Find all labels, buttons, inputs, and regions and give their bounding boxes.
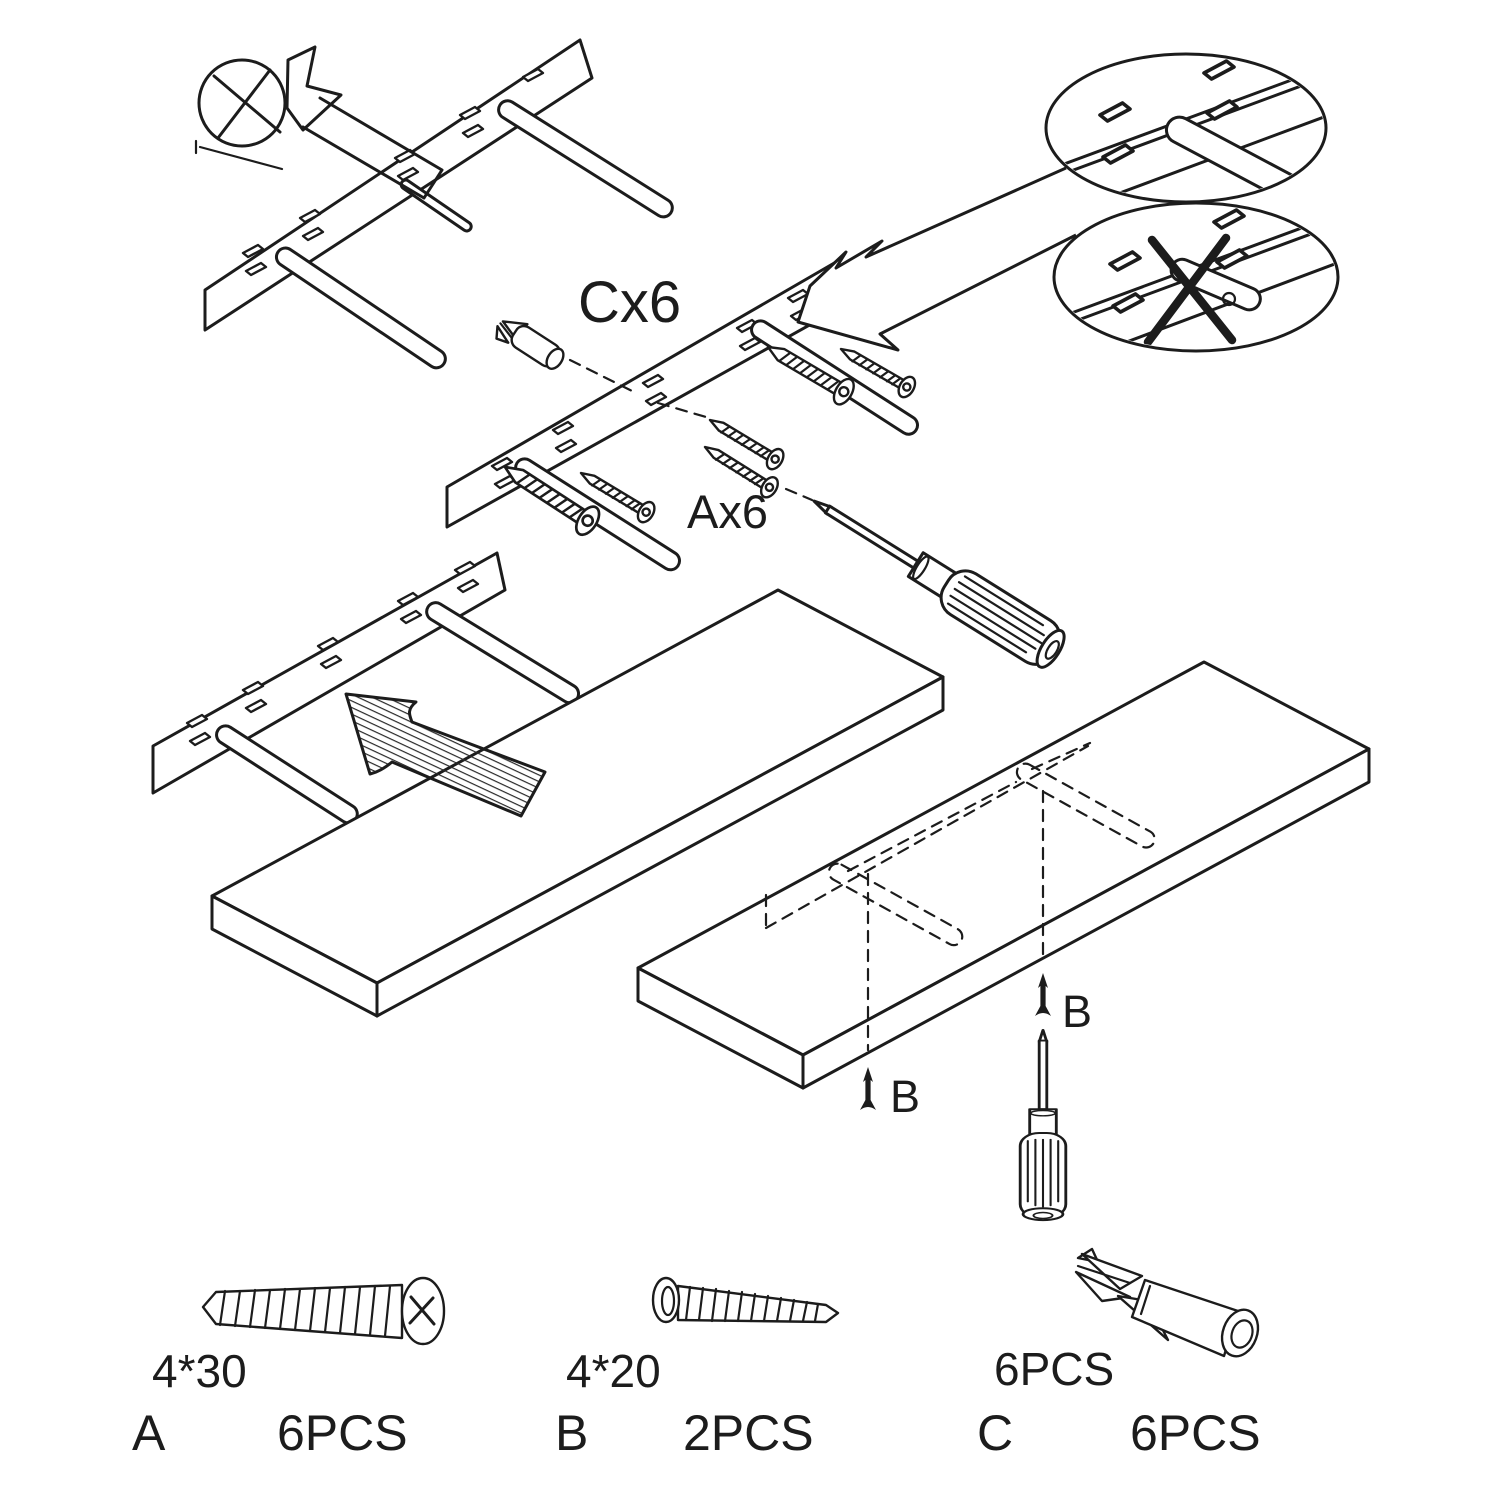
part-b-qty: 2PCS (683, 1405, 814, 1461)
hidden-rods-dashed (764, 741, 1156, 1052)
shelf-board-left (210, 588, 945, 1018)
guide-dashed-line (568, 358, 634, 393)
part-c-id: C (977, 1405, 1013, 1461)
part-a-qty: 6PCS (277, 1405, 408, 1461)
wall-anchor-c (490, 309, 570, 377)
no-tool-icon (194, 45, 444, 200)
shelf-rod (215, 724, 359, 825)
guide-dashed-line (784, 487, 814, 502)
parts-list: 4*30 A 6PCS 4*20 B 2PCS 6PCS C 6PCS (132, 1247, 1261, 1461)
slide-direction-arrow (344, 692, 547, 818)
part-b-spec: 4*20 (566, 1345, 661, 1397)
part-c-qty: 6PCS (1130, 1405, 1261, 1461)
label-b-left: B (890, 1071, 920, 1122)
wall-rail-middle (445, 260, 1073, 676)
dowel-pin (399, 178, 473, 233)
part-b-screw (651, 1276, 840, 1324)
part-c-spec: 6PCS (994, 1343, 1114, 1395)
bracket-rail-left (151, 551, 581, 825)
label-screw-count: Ax6 (687, 485, 768, 538)
cross-out-icon (1143, 233, 1237, 347)
detail-view-incorrect (1052, 201, 1340, 353)
guide-dashed-line (656, 401, 708, 419)
shelf-board-right (636, 660, 1371, 1090)
wall-rail-top (203, 38, 674, 370)
part-b-id: B (555, 1405, 588, 1461)
shelf-rod (497, 99, 674, 219)
part-a-id: A (132, 1405, 166, 1461)
part-a-screw (201, 1276, 446, 1346)
part-a-spec: 4*30 (152, 1345, 247, 1397)
screw-b-left (860, 1067, 876, 1110)
shelf-rod (274, 246, 447, 370)
cross-out-icon (212, 68, 282, 140)
label-anchor-count: Cx6 (578, 270, 681, 335)
screw-b-right (1035, 973, 1051, 1016)
part-c-anchor (1074, 1247, 1260, 1358)
screwdriver-vertical (1018, 1028, 1068, 1222)
screw-a (703, 409, 789, 474)
label-b-right: B (1062, 986, 1092, 1037)
zoom-arrow (796, 166, 1077, 352)
detail-view-correct (1044, 52, 1328, 204)
shelf-rod (425, 601, 581, 705)
